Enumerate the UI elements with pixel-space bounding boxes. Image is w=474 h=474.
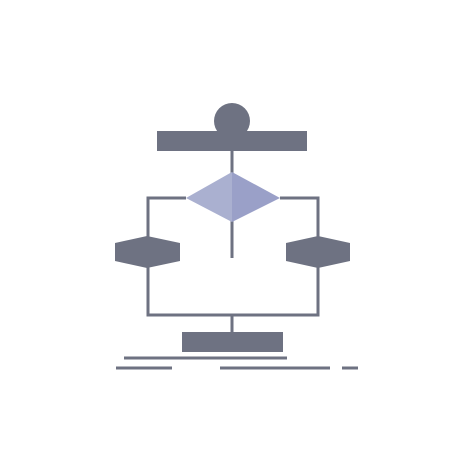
left-down-line xyxy=(146,266,232,317)
left-process-hexagon xyxy=(115,236,180,268)
decision-diamond xyxy=(186,172,280,222)
left-branch xyxy=(146,196,186,238)
end-block xyxy=(182,332,283,352)
decision-diamond-left-half xyxy=(186,172,232,222)
start-node-circle xyxy=(214,103,250,139)
right-down-line xyxy=(232,266,320,317)
connector-lines xyxy=(146,150,320,332)
start-bar xyxy=(157,131,307,151)
ground-lines xyxy=(116,356,358,370)
decision-diamond-right-half xyxy=(232,172,280,222)
right-process-hexagon xyxy=(286,236,350,268)
right-branch xyxy=(280,196,320,238)
